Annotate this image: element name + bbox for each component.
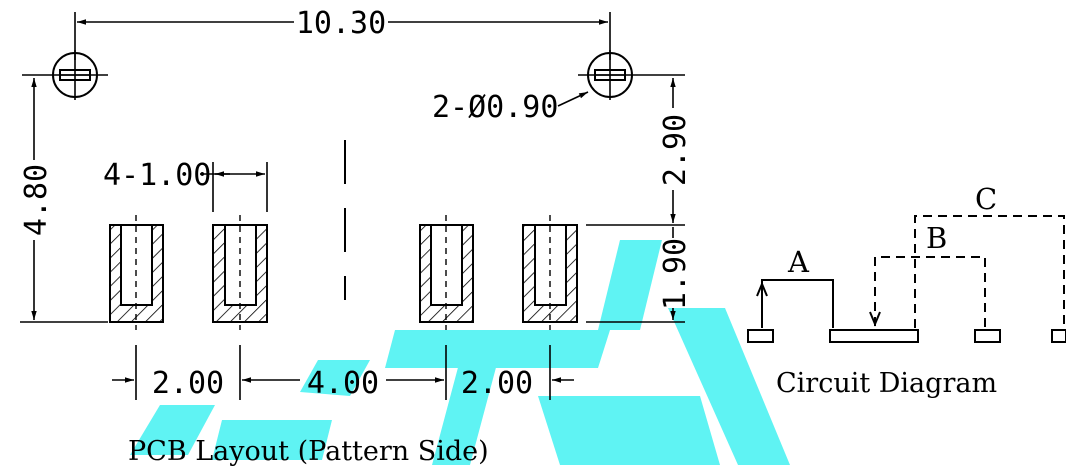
pad-4: [522, 215, 578, 330]
dim-hole-to-pad-label: 2.90: [658, 114, 693, 186]
dim-pitch-center-label: 4.00: [307, 366, 379, 401]
dim-pitch-left-label: 2.00: [152, 366, 224, 401]
pad-width-callout: 4-1.00: [103, 158, 268, 212]
dim-pitch-right-label: 2.00: [461, 366, 533, 401]
label-c: C: [975, 182, 997, 216]
watermark-logo: [130, 240, 790, 465]
pad-width-label: 4-1.00: [103, 158, 211, 193]
dim-pad-height-label: 1.90: [658, 238, 693, 310]
circuit-diagram-caption: Circuit Diagram: [776, 368, 997, 399]
dim-overall-height: 4.80: [19, 78, 108, 323]
mounting-hole-left: [22, 50, 108, 100]
label-b: B: [926, 221, 947, 255]
mounting-hole-right: [578, 50, 685, 100]
pcb-layout-caption: PCB Layout (Pattern Side): [128, 436, 489, 467]
circuit-diagram: A B C Circuit Diagram: [747, 182, 1066, 399]
dim-overall-width: 10.30: [74, 6, 611, 60]
dim-overall-height-label: 4.80: [19, 164, 54, 236]
dim-overall-width-label: 10.30: [296, 6, 386, 41]
hole-spec-label: 2-Ø0.90: [432, 90, 558, 125]
pad-3: [419, 215, 474, 330]
terminal-2: [829, 329, 919, 343]
hole-spec-callout: 2-Ø0.90: [432, 90, 589, 125]
pad-2: [212, 215, 268, 330]
dim-pitch-row: 2.00 4.00 2.00: [112, 345, 574, 401]
terminal-4: [1051, 329, 1066, 343]
pad-1: [109, 215, 164, 330]
dim-pad-height: 1.90: [586, 227, 693, 323]
terminal-1: [747, 329, 774, 343]
dim-hole-to-pad: 2.90: [586, 78, 693, 226]
terminal-3: [974, 329, 1001, 343]
label-a: A: [787, 245, 810, 279]
